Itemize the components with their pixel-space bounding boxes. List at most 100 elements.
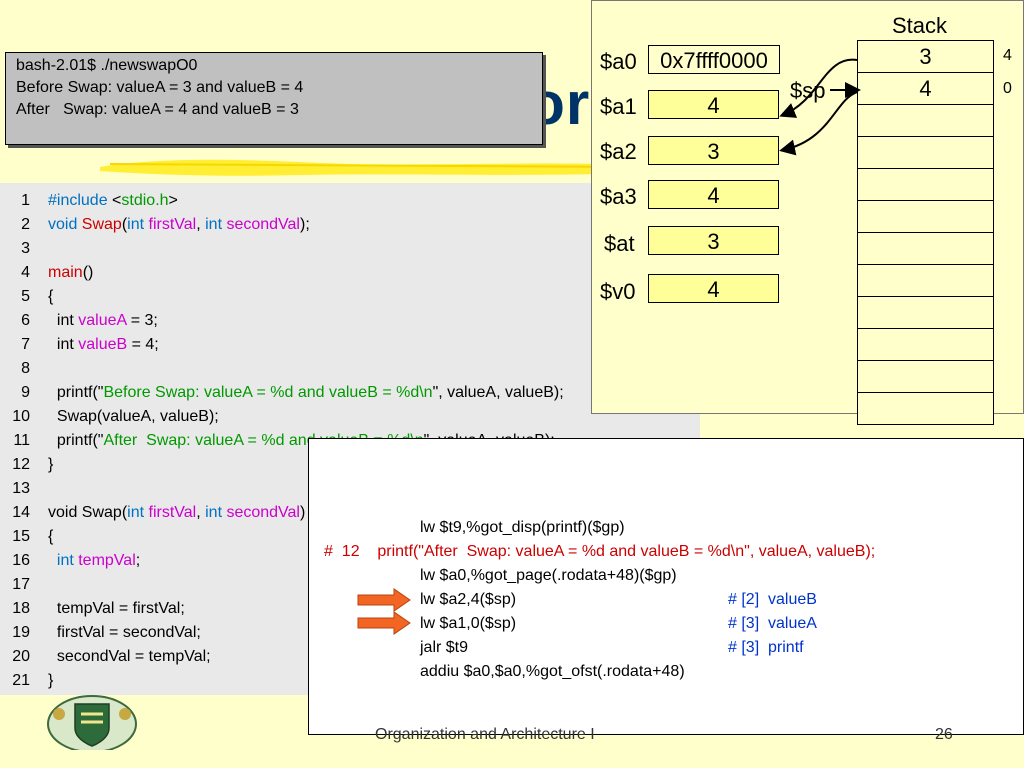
code-token: secondVal [226, 504, 300, 521]
code-token: firstVal = secondVal; [48, 624, 201, 641]
line-number: 3 [21, 240, 30, 257]
stack-cell [858, 265, 993, 297]
line-number: 1 [21, 192, 30, 209]
code-token: Swap(valueA, valueB); [48, 408, 219, 425]
code-token: valueB [78, 336, 128, 353]
code-line: 5{ [0, 285, 53, 309]
line-number: 21 [12, 672, 30, 689]
code-token: firstVal [148, 504, 197, 521]
terminal-line: Before Swap: valueA = 3 and valueB = 4 [16, 79, 304, 96]
asm-line: jalr $t9 [420, 639, 469, 656]
university-crest-logo [47, 695, 137, 750]
asm-comment: # [2] valueB [728, 591, 817, 608]
code-line: 9 printf("Before Swap: valueA = %d and v… [0, 381, 564, 405]
register-name: $a1 [600, 94, 637, 119]
code-line: 8 [0, 357, 48, 381]
asm-line: lw $a0,%got_page(.rodata+48)($gp) [420, 567, 677, 584]
code-line: 21} [0, 669, 53, 693]
register-name: $a2 [600, 139, 637, 164]
stack-cell [858, 297, 993, 329]
code-line: 13 [0, 477, 48, 501]
code-token [48, 552, 57, 569]
line-number: 12 [12, 456, 30, 473]
line-number: 19 [12, 624, 30, 641]
register-value: 3 [648, 136, 779, 165]
code-token: main [48, 264, 83, 281]
code-line: 20 secondVal = tempVal; [0, 645, 211, 669]
line-number: 11 [13, 432, 30, 449]
code-token: ", valueA, valueB); [432, 384, 564, 401]
assembly-panel [308, 438, 1024, 735]
code-token: ) [299, 504, 306, 521]
stack-cell [858, 137, 993, 169]
code-token: ( [121, 216, 128, 233]
stack-cell: 3 [858, 41, 993, 73]
code-token: int [48, 312, 79, 329]
code-line: 18 tempVal = firstVal; [0, 597, 185, 621]
line-number: 4 [21, 264, 30, 281]
register-value: 4 [648, 90, 779, 119]
code-line: 10 Swap(valueA, valueB); [0, 405, 219, 429]
line-number: 17 [12, 576, 30, 593]
line-number: 10 [12, 408, 30, 425]
stack-cell [858, 393, 993, 425]
code-token: valueA [78, 312, 127, 329]
line-number: 2 [21, 216, 30, 233]
code-token: secondVal = tempVal; [48, 648, 211, 665]
code-token: ); [299, 216, 310, 233]
code-token: stdio.h [121, 192, 169, 209]
line-number: 15 [12, 528, 30, 545]
code-line: 16 int tempVal; [0, 549, 140, 573]
stack-cell [858, 105, 993, 137]
stack-cell [858, 233, 993, 265]
code-token: tempVal [78, 552, 136, 569]
code-line: 12} [0, 453, 53, 477]
right-arrow-icon [357, 588, 411, 612]
code-token: void Swap( [48, 504, 128, 521]
terminal-line: After Swap: valueA = 4 and valueB = 3 [16, 101, 299, 118]
asm-line: addiu $a0,$a0,%got_ofst(.rodata+48) [420, 663, 685, 680]
stack-title: Stack [892, 13, 948, 38]
code-line: 17 [0, 573, 48, 597]
register-value: 3 [648, 226, 779, 255]
code-line: 19 firstVal = secondVal; [0, 621, 201, 645]
page-number: 26 [935, 726, 953, 743]
code-token: } [48, 456, 54, 473]
code-token: firstVal [148, 216, 197, 233]
code-token: int [205, 504, 227, 521]
register-value: 4 [648, 274, 779, 303]
code-token: ; [135, 552, 141, 569]
code-token: printf(" [48, 432, 104, 449]
line-number: 9 [21, 384, 30, 401]
code-token: int [127, 216, 149, 233]
code-token: = 4; [127, 336, 159, 353]
highlight-brush-stroke [100, 159, 640, 176]
asm-comment: # [3] valueA [728, 615, 817, 632]
stack-cell: 4 [858, 73, 993, 105]
asm-line: lw $t9,%got_disp(printf)($gp) [420, 519, 625, 536]
stack-offset: 4 [1003, 47, 1012, 64]
line-number: 18 [12, 600, 30, 617]
code-token: Swap [81, 216, 122, 233]
code-token: printf(" [48, 384, 104, 401]
line-number: 7 [21, 336, 30, 353]
code-token: > [168, 192, 178, 209]
right-arrow-icon [357, 611, 411, 635]
asm-line: lw $a1,0($sp) [420, 615, 517, 632]
register-value: 0x7ffff0000 [648, 45, 780, 74]
line-number: 6 [21, 312, 30, 329]
stack-cell [858, 169, 993, 201]
stack-cell [858, 201, 993, 233]
register-name: $a3 [600, 184, 637, 209]
code-token: , [196, 216, 206, 233]
stack-offset: 0 [1003, 80, 1012, 97]
code-token: secondVal [226, 216, 300, 233]
highlight-arrows [357, 588, 411, 635]
stack-cell [858, 329, 993, 361]
code-token: = 3; [126, 312, 158, 329]
code-token: int [205, 216, 227, 233]
code-line: 6 int valueA = 3; [0, 309, 158, 333]
code-token: #include [48, 192, 113, 209]
